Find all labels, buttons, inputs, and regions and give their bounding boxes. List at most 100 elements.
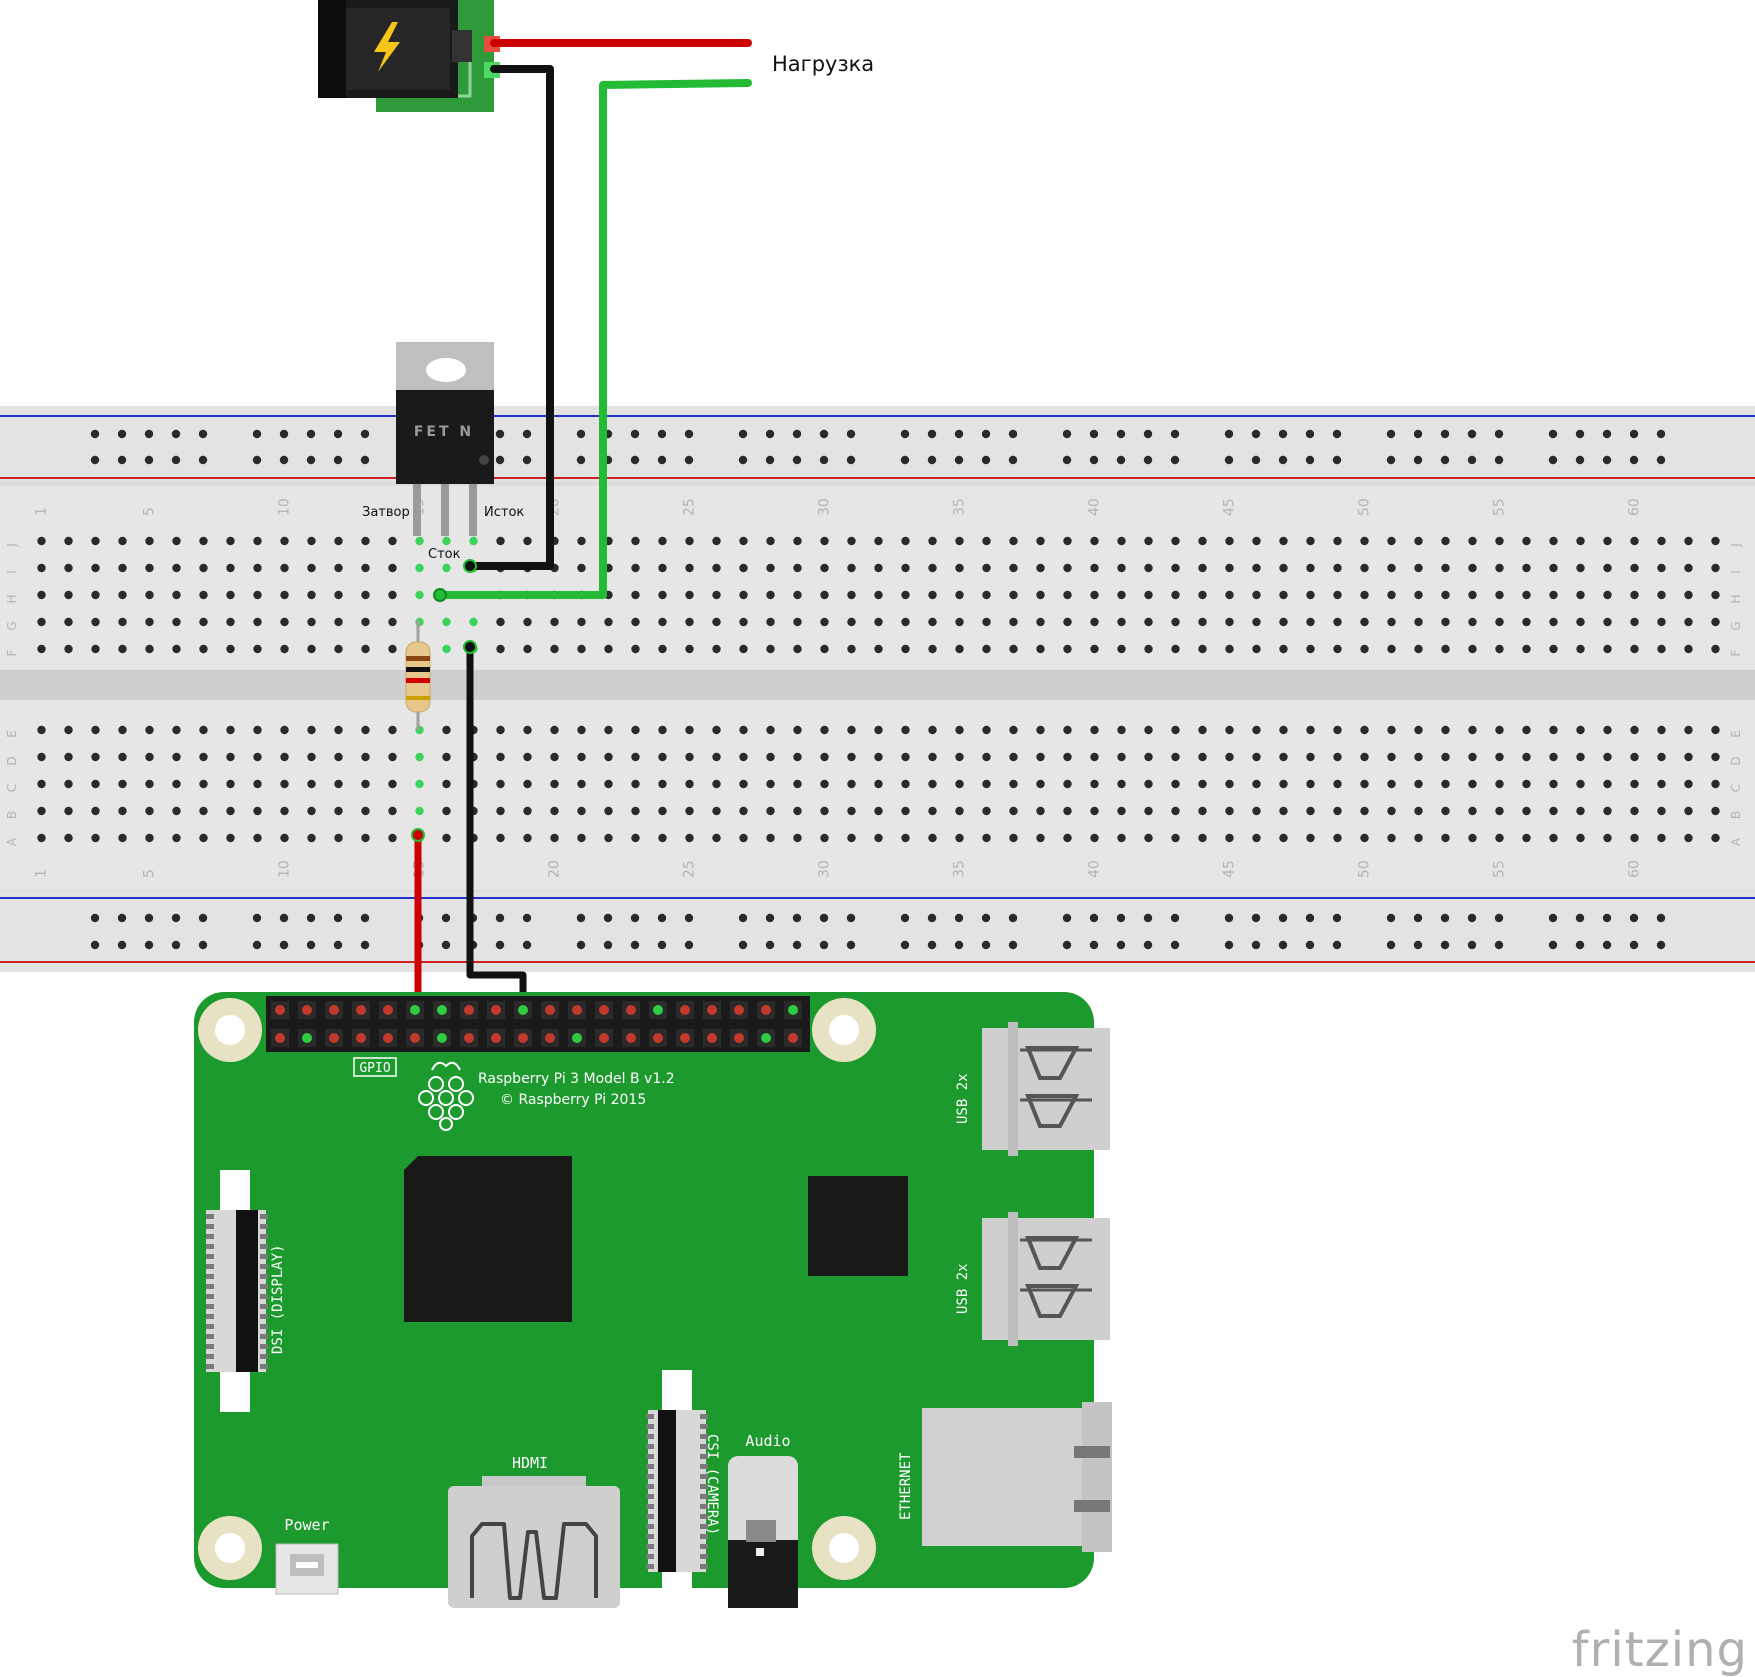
breadboard-hole: [1306, 617, 1315, 627]
breadboard-hole: [442, 806, 451, 816]
breadboard-hole: [253, 779, 262, 789]
breadboard-hole: [199, 833, 208, 843]
breadboard-hole: [577, 779, 586, 789]
breadboard-hole: [1171, 752, 1180, 762]
breadboard-hole: [1576, 536, 1585, 546]
breadboard-hole: [1279, 536, 1288, 546]
breadboard-hole: [955, 752, 964, 762]
breadboard-hole: [604, 806, 613, 816]
gate-label: Затвор: [362, 505, 410, 520]
breadboard-hole: [1576, 779, 1585, 789]
breadboard-hole: [631, 617, 640, 627]
breadboard-hole: [253, 536, 262, 546]
column-number: 35: [952, 498, 968, 516]
rail-hole: [1386, 913, 1396, 923]
breadboard-hole: [1198, 833, 1207, 843]
breadboard-hole: [1603, 590, 1612, 600]
breadboard-hole: [226, 590, 235, 600]
rail-hole: [846, 940, 856, 950]
gpio-pin: [356, 1005, 366, 1015]
breadboard-hole: [1306, 833, 1315, 843]
rail-hole: [252, 913, 262, 923]
breadboard-hole: [37, 779, 46, 789]
rail-hole: [954, 429, 964, 439]
rail-hole: [90, 940, 100, 950]
rail-hole: [1656, 940, 1666, 950]
breadboard-hole: [631, 806, 640, 816]
breadboard-hole: [37, 833, 46, 843]
rail-hole: [1089, 455, 1099, 465]
breadboard-hole: [1603, 536, 1612, 546]
breadboard-hole: [199, 644, 208, 654]
breadboard-hole: [1684, 725, 1693, 735]
rail-hole: [846, 455, 856, 465]
breadboard-hole: [388, 563, 397, 573]
breadboard-hole: [1009, 590, 1018, 600]
rail-hole: [1440, 913, 1450, 923]
gpio-pin: [491, 1033, 501, 1043]
breadboard-hole: [901, 590, 910, 600]
rail-hole: [927, 429, 937, 439]
breadboard-hole: [442, 752, 451, 762]
column-number: 60: [1627, 498, 1643, 516]
breadboard-hole: [712, 590, 721, 600]
breadboard-hole: [928, 536, 937, 546]
breadboard-hole: [712, 779, 721, 789]
audio-label: Audio: [745, 1432, 790, 1450]
rail-hole: [117, 913, 127, 923]
breadboard-hole: [496, 725, 505, 735]
breadboard-hole: [64, 644, 73, 654]
rail-hole: [333, 940, 343, 950]
row-letter: D: [5, 756, 19, 765]
breadboard-hole: [739, 833, 748, 843]
breadboard-hole: [550, 617, 559, 627]
breadboard-hole: [1333, 617, 1342, 627]
pi-model-label: Raspberry Pi 3 Model B v1.2: [478, 1071, 675, 1087]
breadboard-hole: [1441, 644, 1450, 654]
breadboard-hole: [1333, 752, 1342, 762]
breadboard-hole: [1657, 833, 1666, 843]
breadboard-hole: [1684, 779, 1693, 789]
breadboard-hole: [388, 617, 397, 627]
breadboard-hole: [1414, 617, 1423, 627]
breadboard-hole: [334, 806, 343, 816]
breadboard-hole: [1198, 806, 1207, 816]
gpio-pin: [356, 1033, 366, 1043]
breadboard-hole: [874, 617, 883, 627]
gpio-pin: [329, 1005, 339, 1015]
breadboard-hole: [145, 725, 154, 735]
rail-hole: [1575, 913, 1585, 923]
breadboard-hole: [1414, 752, 1423, 762]
rail-hole: [1602, 455, 1612, 465]
breadboard-hole: [91, 725, 100, 735]
gpio-pin: [761, 1005, 771, 1015]
breadboard-hole: [1117, 590, 1126, 600]
breadboard-hole: [523, 644, 532, 654]
breadboard-hole: [685, 536, 694, 546]
column-number: 10: [277, 860, 293, 878]
breadboard-hole: [820, 590, 829, 600]
breadboard-hole: [658, 806, 667, 816]
breadboard-hole: [1009, 752, 1018, 762]
breadboard-hole: [226, 644, 235, 654]
breadboard-hole: [1468, 644, 1477, 654]
breadboard-hole: [64, 806, 73, 816]
breadboard-hole: [1225, 806, 1234, 816]
breadboard-hole: [1603, 617, 1612, 627]
breadboard-hole: [442, 536, 451, 546]
breadboard-hole: [955, 590, 964, 600]
rail-hole: [630, 913, 640, 923]
breadboard-hole: [1549, 644, 1558, 654]
breadboard-hole: [928, 563, 937, 573]
breadboard-hole: [793, 779, 802, 789]
breadboard-hole: [1387, 752, 1396, 762]
rail-hole: [90, 913, 100, 923]
rail-hole: [1224, 429, 1234, 439]
rail-hole: [1170, 455, 1180, 465]
breadboard-hole: [982, 590, 991, 600]
rail-hole: [117, 940, 127, 950]
rail-hole: [1413, 913, 1423, 923]
rail-hole: [1602, 940, 1612, 950]
breadboard-hole: [793, 563, 802, 573]
breadboard-hole: [1360, 563, 1369, 573]
